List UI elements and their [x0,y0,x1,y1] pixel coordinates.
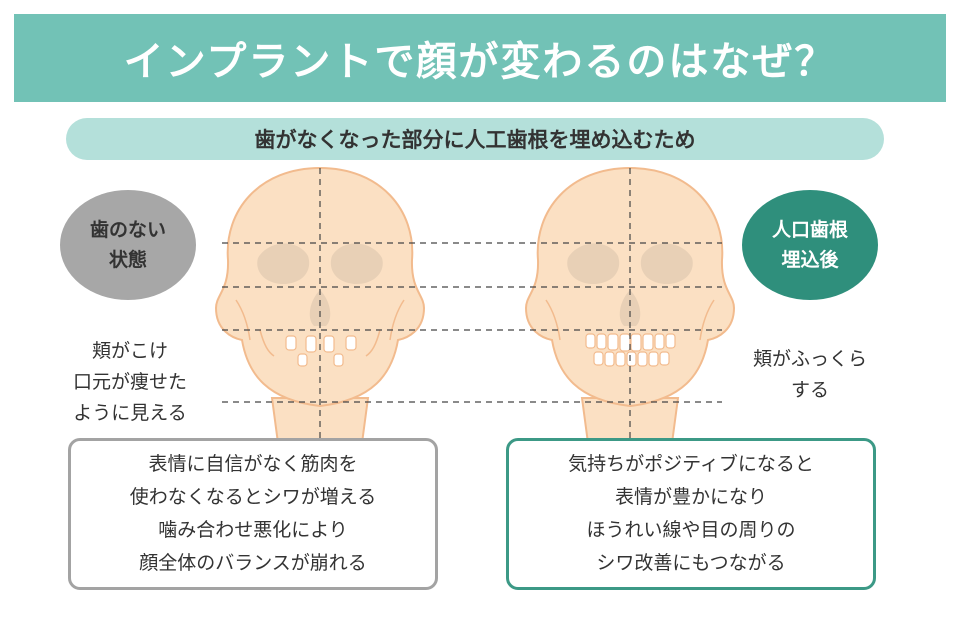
explanation-box-after: 気持ちがポジティブになると 表情が豊かになり ほうれい線や目の周りの シワ改善に… [506,438,876,590]
effect-text-after: 頬がふっくら する [722,344,898,406]
effect-line: する [790,379,829,401]
badge-missing-teeth: 歯のない 状態 [60,190,196,300]
badge-line: 埋込後 [781,249,839,271]
box-line: 表情に自信がなく筋肉を [148,453,358,475]
badge-line: 歯のない [89,219,166,241]
badge-after-implant: 人口歯根 埋込後 [742,190,878,300]
badge-line: 状態 [108,249,147,271]
page-title: インプラントで顔が変わるのはなぜ？ [14,14,946,102]
explanation-box-before: 表情に自信がなく筋肉を 使わなくなるとシワが増える 噛み合わせ悪化により 顔全体… [68,438,438,590]
box-line: 噛み合わせ悪化により [158,519,348,541]
box-line: シワ改善にもつながる [596,552,786,574]
skull-before [215,167,425,459]
effect-line: 頬がふっくら [752,348,867,370]
badge-line: 人口歯根 [771,219,848,241]
effect-line: ように見える [73,402,187,424]
box-line: 使わなくなるとシワが増える [129,486,377,508]
box-line: ほうれい線や目の周りの [586,519,796,541]
guide-lines [222,168,722,450]
effect-line: 頬がこけ [91,340,168,362]
box-line: 表情が豊かになり [614,486,767,508]
box-line: 気持ちがポジティブになると [568,453,814,475]
effect-line: 口元が痩せた [72,371,187,393]
box-line: 顔全体のバランスが崩れる [139,552,367,574]
subtitle-banner: 歯がなくなった部分に人工歯根を埋め込むため [66,118,884,160]
effect-text-before: 頬がこけ 口元が痩せた ように見える [40,336,220,429]
skull-after [525,167,735,459]
